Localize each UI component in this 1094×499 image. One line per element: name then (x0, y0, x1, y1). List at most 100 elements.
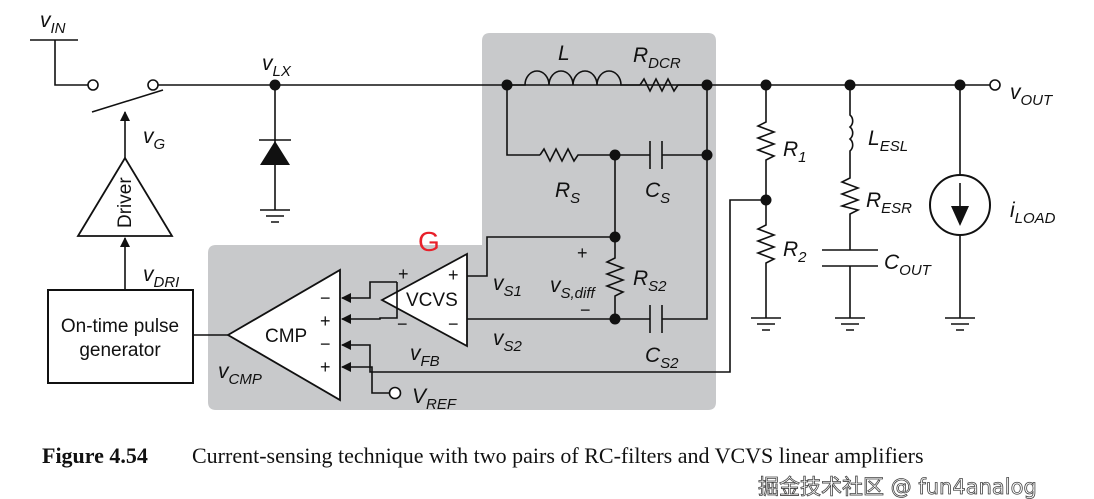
label-rdcr: RDCR (633, 44, 681, 72)
label-vout-sub: OUT (1021, 92, 1055, 109)
label-vlx: vLX (262, 52, 292, 80)
vcvs-amplifier: VCVS + − + − (341, 252, 468, 348)
label-cs2: CS2 (645, 344, 679, 372)
label-r1-sub: 1 (798, 149, 806, 166)
node-vlx (269, 79, 281, 91)
vcvs-sign: + (398, 264, 409, 284)
figure-caption: Current-sensing technique with two pairs… (192, 443, 924, 468)
label-vfb-main: v (410, 342, 422, 365)
label-rs2-sub: S2 (648, 278, 667, 295)
label-rs: RS (555, 179, 580, 207)
label-vdri-sub: DRI (154, 274, 180, 291)
annotation-g: G (418, 226, 440, 257)
resistor-rs2 (604, 237, 626, 319)
comparator: CMP − + − + (226, 268, 341, 402)
vref-terminal (388, 386, 402, 400)
label-cs-main: C (645, 179, 661, 202)
label-cout: COUT (884, 251, 933, 279)
capacitor-cs2 (649, 305, 663, 333)
label-vs1-main: v (493, 272, 505, 295)
label-r2-sub: 2 (797, 249, 807, 266)
label-iload: iLOAD (1010, 199, 1056, 227)
label-vsdiff: vS,diff (550, 274, 597, 302)
resistor-rs (539, 147, 707, 163)
label-vlx-main: v (262, 52, 274, 75)
label-vout-main: v (1010, 81, 1022, 104)
label-vcmp-main: v (218, 360, 230, 383)
label-l: L (558, 42, 570, 65)
diode (259, 85, 291, 223)
vsdiff-minus-sign: − (580, 300, 591, 320)
on-time-pulse-generator (47, 289, 194, 384)
label-rs-sub: S (570, 190, 580, 207)
cmp-sign: − (320, 288, 331, 308)
label-vlx-sub: LX (273, 63, 292, 80)
input-source (30, 39, 164, 113)
label-vfb: vFB (410, 342, 440, 370)
label-vs2: vS2 (493, 327, 523, 355)
label-vin-main: v (40, 9, 52, 32)
vcvs-sign: − (397, 314, 408, 334)
vcvs-label: VCVS (406, 290, 458, 311)
label-vs1-sub: S1 (504, 283, 522, 300)
label-vcmp-sub: CMP (229, 371, 262, 388)
label-vref: VREF (412, 385, 457, 413)
label-vref-main: V (412, 385, 428, 408)
label-vref-sub: REF (426, 396, 457, 413)
vout-terminal (989, 79, 1001, 91)
label-vs2-main: v (493, 327, 505, 350)
inductor-l (507, 70, 640, 86)
label-vcmp: vCMP (218, 360, 262, 388)
label-vg: vG (143, 125, 166, 153)
label-rs2: RS2 (633, 267, 667, 295)
cmp-sign: + (320, 357, 331, 377)
label-cout-main: C (884, 251, 900, 274)
capacitor-cs (649, 141, 663, 169)
label-cout-sub: OUT (899, 262, 933, 279)
label-vs2-sub: S2 (504, 338, 523, 355)
label-rdcr-sub: DCR (648, 55, 681, 72)
figure-number: Figure 4.54 (42, 443, 148, 468)
label-vs1: vS1 (493, 272, 522, 300)
label-vg-main: v (143, 125, 155, 148)
switch-blade (91, 89, 164, 113)
label-cs2-sub: S2 (660, 355, 679, 372)
label-r2-main: R (783, 238, 798, 261)
label-r1: R1 (783, 138, 807, 166)
label-cs-sub: S (660, 190, 670, 207)
label-vsdiff-sub: S,diff (561, 285, 597, 302)
label-resr-main: R (866, 189, 881, 212)
pulse-gen-label-2: generator (79, 340, 161, 361)
vcvs-sign: + (448, 265, 459, 285)
label-rdcr-main: R (633, 44, 648, 67)
driver-label: Driver (115, 177, 136, 228)
label-l-main: L (558, 42, 570, 65)
label-resr-sub: ESR (881, 200, 912, 217)
resistor-rdcr (639, 77, 707, 93)
label-resr: RESR (866, 189, 912, 217)
label-vdri-main: v (143, 263, 155, 286)
cmp-sign: + (320, 311, 331, 331)
label-vg-sub: G (154, 136, 166, 153)
label-vfb-sub: FB (421, 353, 440, 370)
label-vout: vOUT (1010, 81, 1054, 109)
label-lesl-sub: ESL (880, 138, 908, 155)
output-capacitor-branch (835, 85, 865, 331)
label-lesl: LESL (868, 127, 908, 155)
watermark: 掘金技术社区 @ fun4analog (758, 475, 1037, 499)
cmp-sign: − (320, 334, 331, 354)
label-r2: R2 (783, 238, 807, 266)
label-cs2-main: C (645, 344, 661, 367)
label-rs2-main: R (633, 267, 648, 290)
label-iload-main: i (1010, 199, 1016, 222)
label-vsdiff-main: v (550, 274, 562, 297)
label-cs: CS (645, 179, 670, 207)
vcvs-sign: − (448, 314, 459, 334)
label-vdri: vDRI (143, 263, 179, 291)
label-rs-main: R (555, 179, 570, 202)
pulse-gen-label-1: On-time pulse (61, 316, 179, 337)
label-vin: vIN (40, 9, 66, 37)
